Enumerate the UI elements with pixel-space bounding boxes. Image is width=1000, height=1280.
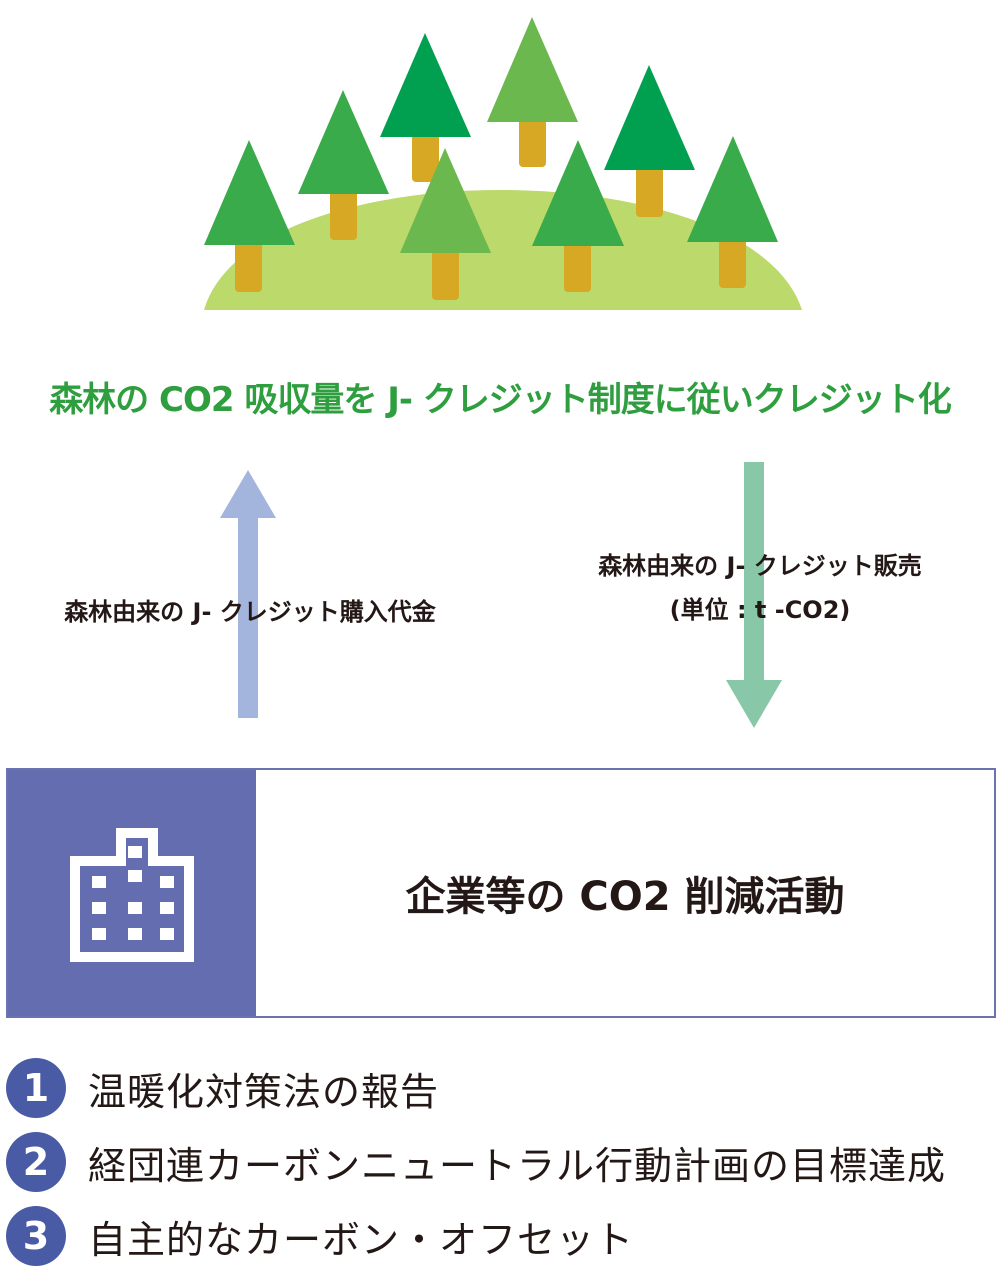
tree-icon bbox=[487, 17, 578, 167]
arrow-down-icon bbox=[726, 462, 782, 728]
tree-icon bbox=[380, 33, 471, 182]
credit-sale-label: 森林由来の J- クレジット販売 (単位 : t -CO2) bbox=[540, 544, 980, 632]
tree-icon bbox=[298, 90, 389, 240]
list-item-text: 経団連カーボンニュートラル行動計画の目標達成 bbox=[88, 1143, 947, 1188]
list-item-text: 温暖化対策法の報告 bbox=[88, 1069, 440, 1114]
purchase-payment-label: 森林由来の J- クレジット購入代金 bbox=[64, 598, 436, 626]
number-badge: 2 bbox=[6, 1132, 66, 1192]
list-item: 1 温暖化対策法の報告 bbox=[0, 1058, 439, 1118]
building-icon bbox=[70, 828, 194, 962]
company-activity-title: 企業等の CO2 削減活動 bbox=[405, 874, 845, 920]
arrow-up-icon bbox=[220, 470, 276, 718]
forest-illustration bbox=[204, 17, 802, 310]
tree-icon bbox=[687, 136, 778, 288]
list-item: 3 自主的なカーボン・オフセット bbox=[0, 1206, 634, 1266]
tree-icon bbox=[204, 140, 295, 292]
number-badge: 1 bbox=[6, 1058, 66, 1118]
list-item: 2 経団連カーボンニュートラル行動計画の目標達成 bbox=[0, 1132, 946, 1192]
company-icon-panel bbox=[8, 770, 256, 1016]
tree-icon bbox=[532, 140, 624, 292]
tree-icon bbox=[604, 65, 695, 217]
credit-headline: 森林の CO2 吸収量を J- クレジット制度に従いクレジット化 bbox=[49, 380, 952, 420]
list-item-text: 自主的なカーボン・オフセット bbox=[88, 1217, 635, 1262]
credit-sale-label-line1: 森林由来の J- クレジット販売 bbox=[598, 552, 922, 580]
tree-icon bbox=[400, 148, 491, 300]
credit-sale-label-line2: (単位 : t -CO2) bbox=[669, 596, 851, 624]
company-activity-box: 企業等の CO2 削減活動 bbox=[6, 768, 996, 1018]
number-badge: 3 bbox=[6, 1206, 66, 1266]
